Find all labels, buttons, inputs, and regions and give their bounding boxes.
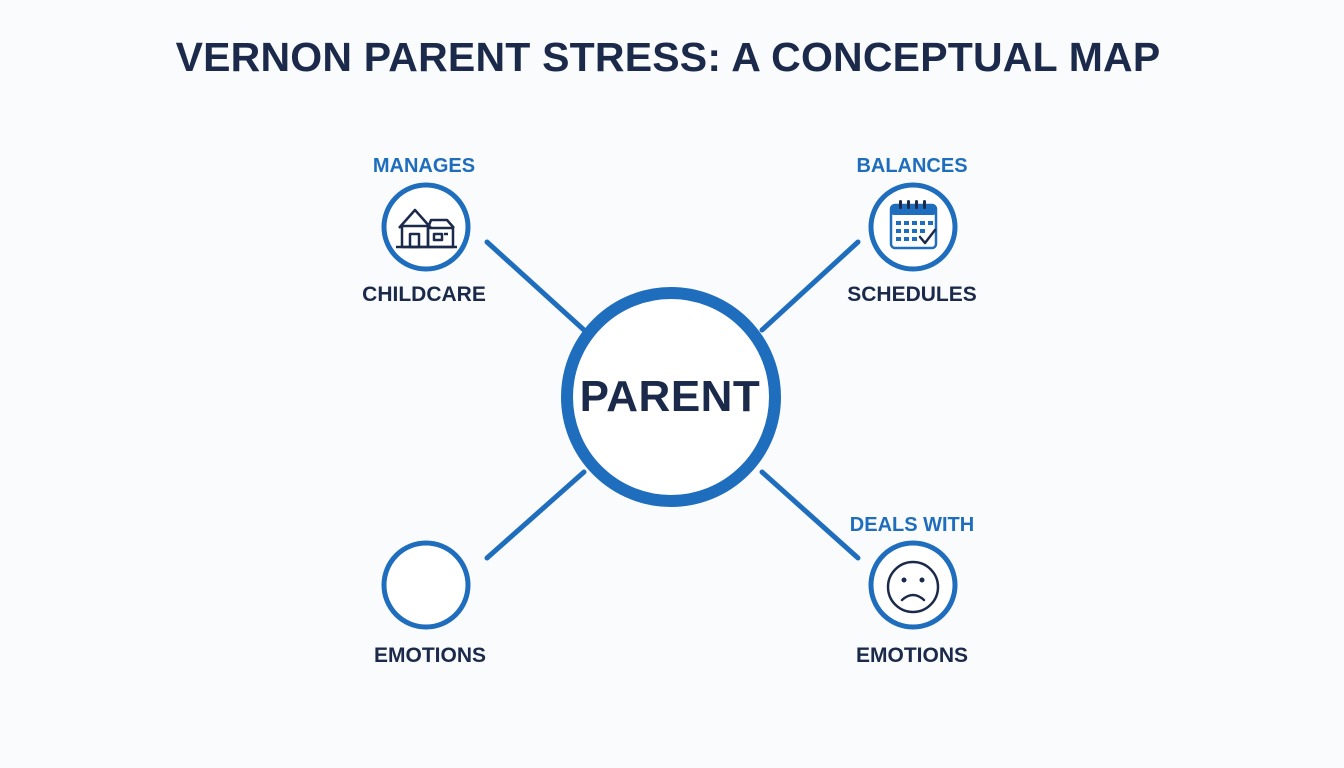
node-emotions-right-circle xyxy=(868,540,958,630)
node-childcare-label: CHILDCARE xyxy=(362,283,486,306)
connector-bottom-right xyxy=(759,469,861,561)
connector-top-left xyxy=(484,239,587,333)
node-childcare-verb: MANAGES xyxy=(372,155,476,177)
node-schedules-label: SCHEDULES xyxy=(847,283,977,306)
sad-face-icon xyxy=(886,560,940,614)
center-label: PARENT xyxy=(579,372,761,421)
calendar-icon xyxy=(889,200,938,250)
node-emotions-left-label: EMOTIONS xyxy=(373,644,487,667)
node-emotions-right-label: EMOTIONS xyxy=(855,644,969,667)
connector-top-right xyxy=(759,239,861,333)
house-icon xyxy=(396,208,457,249)
connector-bottom-left xyxy=(484,469,587,561)
node-emotions-right-verb: DEALS WITH xyxy=(849,514,975,536)
node-schedules-verb: BALANCES xyxy=(856,155,968,177)
node-emotions-left-circle xyxy=(381,540,471,630)
page-title: VERNON PARENT STRESS: A CONCEPTUAL MAP xyxy=(175,34,1161,80)
center-node xyxy=(561,287,781,507)
